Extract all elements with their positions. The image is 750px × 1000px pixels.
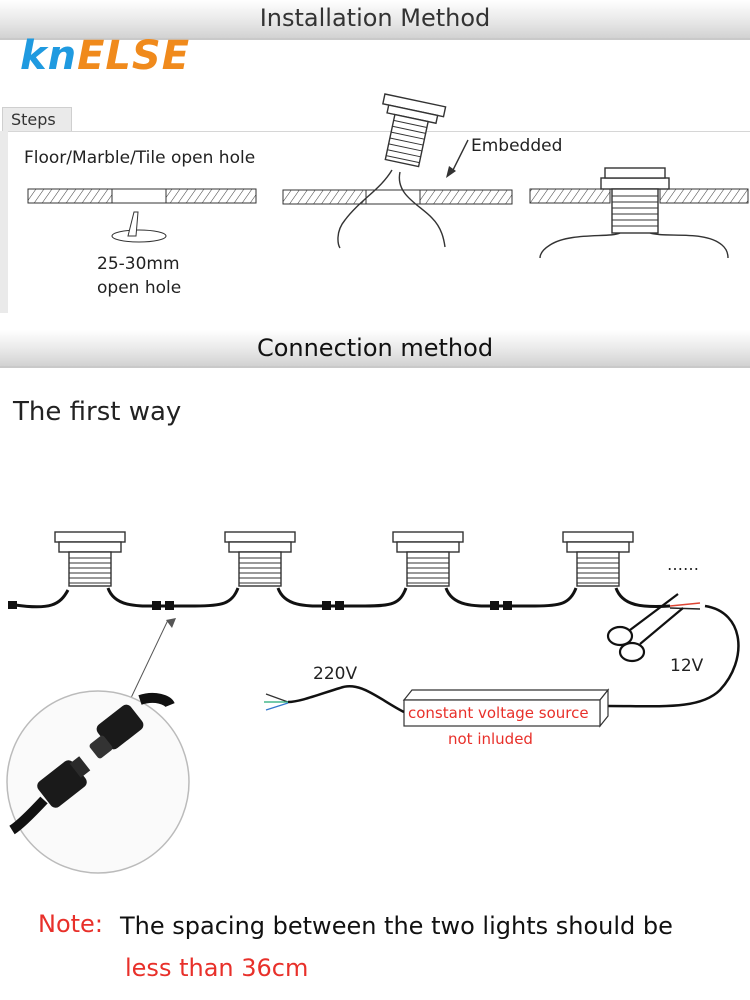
note-highlight: less than 36cm [125, 954, 309, 982]
cable-220v [287, 685, 405, 714]
logo-part-2: ELSE [77, 33, 191, 79]
wire-end-1 [265, 693, 289, 703]
connector-icon [322, 601, 331, 610]
constant-voltage-source-box [402, 688, 610, 728]
brand-logo: knELSE [20, 33, 190, 79]
ellipsis-more-lamps: …… [667, 555, 699, 574]
first-way-heading: The first way [13, 397, 182, 427]
embedded-arrow-head-icon [446, 166, 456, 178]
steps-divider [0, 131, 750, 132]
lamp-2-icon [224, 531, 296, 587]
step2-wire-left [337, 169, 393, 249]
callout-arrow-icon [166, 618, 176, 628]
step3-wire-left [539, 232, 621, 259]
step1-caption: Floor/Marble/Tile open hole [24, 148, 256, 168]
connection-title: Connection method [256, 334, 494, 362]
not-included-label: not inluded [448, 730, 533, 748]
voltage-out-label: 12V [670, 656, 704, 676]
hole-size-line2: open hole [97, 278, 182, 298]
connector-closeup-circle [6, 690, 190, 874]
voltage-in-label: 220V [313, 664, 358, 684]
step2-lamp-icon [382, 93, 447, 168]
cut-wire-red [669, 602, 701, 607]
wire-lamp4-out [614, 587, 671, 608]
step2-floor-panel [282, 189, 513, 205]
connection-banner [0, 330, 750, 368]
embedded-label: Embedded [471, 136, 563, 156]
connector-icon [490, 601, 499, 610]
cable-12v [607, 604, 740, 708]
embedded-arrow-icon [451, 139, 469, 173]
lamp-4-icon [562, 531, 634, 587]
lamp-3-icon [392, 531, 464, 587]
scissors-icon [606, 593, 684, 663]
lamp-1-icon [54, 531, 126, 587]
wire-lamp1-left [14, 589, 70, 609]
connector-icon [503, 601, 512, 610]
callout-line [129, 619, 169, 701]
steps-side-bar [0, 131, 8, 313]
source-label: constant voltage source [408, 704, 589, 722]
step3-wire-right [649, 232, 729, 259]
step3-lamp-icon [600, 167, 670, 234]
connector-icon [335, 601, 344, 610]
step1-floor-panel [27, 188, 257, 204]
cut-wire-black [669, 607, 701, 610]
logo-part-1: kn [20, 33, 78, 79]
wire-end-3 [265, 702, 289, 711]
hole-indicator-icon [111, 211, 167, 243]
steps-tab: Steps [2, 107, 72, 132]
connector-icon [165, 601, 174, 610]
step3-floor-panel [529, 188, 749, 204]
note-label: Note: [38, 910, 103, 938]
connector-icon [8, 601, 17, 609]
wire-lamp3-lamp4 [444, 587, 578, 608]
installation-title: Installation Method [259, 4, 491, 32]
note-text: The spacing between the two lights shoul… [120, 912, 673, 940]
step2-wire-right [398, 171, 446, 248]
connector-icon [152, 601, 161, 610]
installation-banner [0, 0, 750, 40]
hole-size-line1: 25-30mm [97, 254, 180, 274]
installation-steps-diagram [27, 93, 749, 259]
